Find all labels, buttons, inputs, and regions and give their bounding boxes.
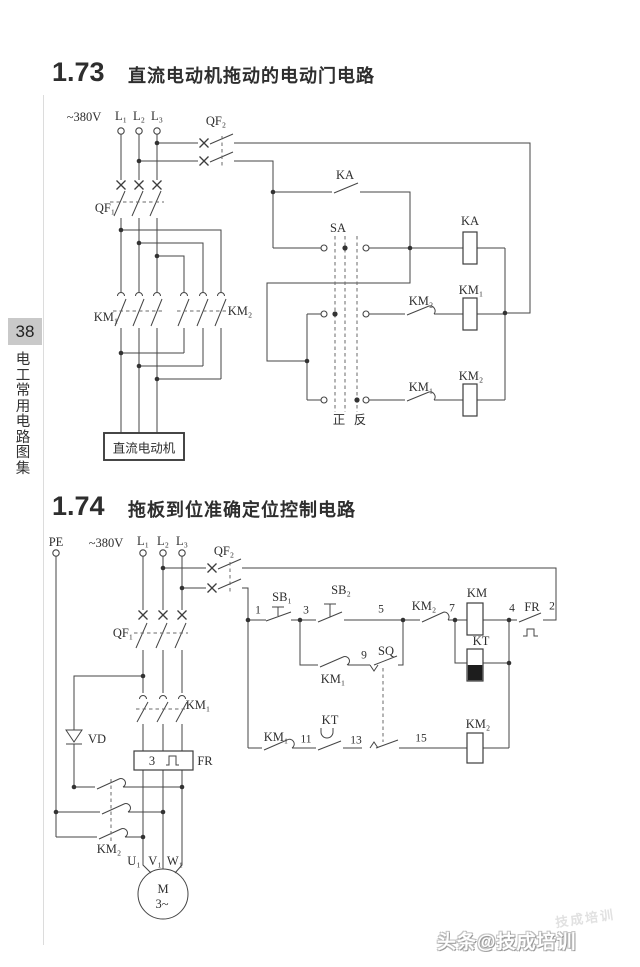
- sb2-label: SB₂: [331, 582, 351, 597]
- km2-contactor-label: KM₂: [227, 303, 253, 318]
- supply-label-1: ~380V: [66, 109, 102, 124]
- km2-nc-label-row2: KM₂: [408, 293, 434, 308]
- v1-label: V₁: [148, 853, 162, 868]
- l2-label-2: L₂: [157, 533, 169, 548]
- forward-label: 正: [332, 412, 346, 427]
- node-1: 1: [255, 604, 261, 617]
- km1-rung2-label: KM₁: [263, 729, 289, 744]
- kt-contact-label: KT: [321, 712, 339, 727]
- km2-coil-label: KM₂: [458, 368, 484, 383]
- l3-label-2: L₃: [176, 533, 188, 548]
- l2-label-1: L₂: [133, 108, 145, 123]
- km1-nc-label-row3: KM₁: [408, 379, 434, 394]
- node-13: 13: [350, 734, 362, 747]
- reverse-label: 反: [353, 412, 367, 427]
- km1-contactor-label: KM₁: [93, 309, 119, 324]
- node-5: 5: [378, 603, 384, 616]
- pe-label: PE: [48, 534, 64, 549]
- node-11: 11: [300, 733, 312, 746]
- ka-contact-label: KA: [335, 167, 355, 182]
- junction-dots-1-73: [118, 140, 508, 382]
- motor-phase-label: 3~: [155, 896, 169, 911]
- w1-label: W₁: [166, 853, 184, 868]
- kt-coil-label: KT: [472, 633, 490, 648]
- node-2: 2: [549, 600, 555, 613]
- fr-box-label: FR: [197, 753, 213, 768]
- supply-label-2: ~380V: [88, 535, 124, 550]
- km-coil: [466, 602, 484, 636]
- circuit-1-73: [103, 127, 531, 461]
- km2-nc-label-rung1: KM₂: [411, 598, 437, 613]
- fr-heaters-count: 3: [148, 753, 156, 768]
- motor-m-label: M: [157, 881, 169, 896]
- motor-circle: [137, 868, 189, 920]
- dc-motor-label: 直流电动机: [112, 441, 176, 456]
- fr-heater-symbol: [166, 755, 179, 766]
- qf1-label-2: QF₁: [112, 625, 134, 640]
- watermark-main: 头条@技成培训: [437, 932, 577, 953]
- book-title-vertical: 电工常用电路图集: [15, 352, 31, 477]
- km1-power-label: KM₁: [185, 697, 211, 712]
- ka-coil: [462, 231, 478, 265]
- ka-coil-label: KA: [460, 213, 480, 228]
- sq-label: SQ: [378, 643, 394, 658]
- km2-coil: [462, 383, 478, 417]
- qf2-label-2: QF₂: [213, 543, 235, 558]
- km2-coil2-label: KM₂: [465, 716, 491, 731]
- circuit-1-74: [52, 549, 557, 920]
- l3-label-1: L₃: [151, 108, 163, 123]
- sb1-label: SB₁: [272, 589, 292, 604]
- km1-coil-label: KM₁: [458, 282, 484, 297]
- section-1-title: 直流电动机拖动的电动门电路: [128, 66, 375, 86]
- km1-coil: [462, 297, 478, 331]
- u1-label: U₁: [127, 853, 141, 868]
- vd-label: VD: [87, 731, 107, 746]
- node-3: 3: [303, 604, 309, 617]
- km1-hold-label: KM₁: [320, 671, 346, 686]
- l1-label-1: L₁: [115, 108, 127, 123]
- section-1-number: 1.73: [52, 57, 105, 87]
- node-7: 7: [449, 602, 455, 615]
- dc-motor-box: [103, 432, 185, 461]
- fr-heater-box: [133, 750, 194, 771]
- node-4: 4: [509, 602, 515, 615]
- km2-brake-label: KM₂: [96, 841, 122, 856]
- vd-diode: [65, 729, 83, 787]
- section-2-number: 1.74: [52, 491, 105, 521]
- junction-dots-1-74: [53, 565, 512, 840]
- fr-contact-label: FR: [524, 599, 540, 614]
- node-9: 9: [361, 649, 367, 662]
- km2-brake-coil: [466, 732, 484, 764]
- node-15: 15: [415, 732, 427, 745]
- qf2-label-1: QF₂: [205, 113, 227, 128]
- l1-label-2: L₁: [137, 533, 149, 548]
- km-coil-label: KM: [466, 585, 488, 600]
- sa-label: SA: [330, 220, 346, 235]
- section-2-title: 拖板到位准确定位控制电路: [128, 500, 356, 520]
- page-number-badge: 38: [8, 318, 42, 345]
- qf1-label-1: QF₁: [94, 200, 116, 215]
